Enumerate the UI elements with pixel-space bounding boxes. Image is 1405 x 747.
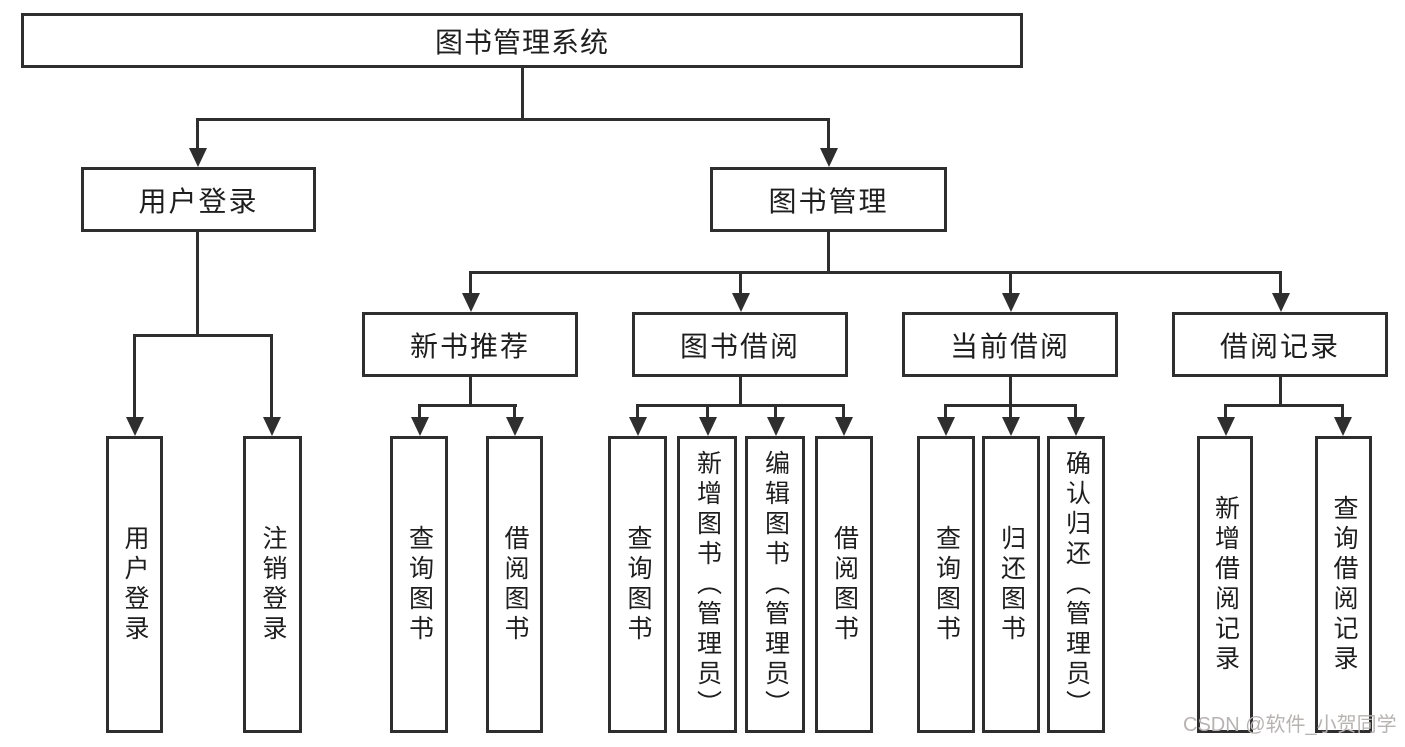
leaf-return-book: 归还图书 [982,436,1040,733]
node-label: 借阅记录 [1219,330,1340,362]
node-label: 当前借阅 [949,330,1070,362]
node-label: 图书管理 [768,185,889,217]
node-library-management-system: 图书管理系统 [21,13,1023,68]
arrowhead-leaf-icon [1334,417,1352,436]
connector-level3-shaft [469,271,472,295]
node-label: 用户登录 [138,185,259,217]
connector-borrowing-stem [739,377,742,406]
arrowhead-leaf-icon [1002,417,1020,436]
connector-level3-shaft [739,271,742,295]
leaf-label: 新增借阅记录 [1211,494,1240,675]
leaf-label: 编辑图书（管理员） [761,449,790,720]
arrowhead-level3-icon [732,293,750,312]
connector-level3-shaft [1279,271,1282,295]
leaf-add-borrow-record: 新增借阅记录 [1197,436,1253,733]
leaf-query-borrow-record: 查询借阅记录 [1315,436,1372,733]
connector-leaf-shaft [944,404,947,420]
arrowhead-leaf-icon [767,417,785,436]
leaf-label: 注销登录 [259,524,287,645]
arrowhead-leaf-icon [263,417,281,436]
arrowhead-book-mgmt-icon [820,148,838,167]
arrowhead-level3-icon [1002,293,1020,312]
connector-level3-crossbar [469,271,1282,274]
leaf-label: 查询借阅记录 [1330,494,1358,675]
connector-root-stem [521,68,524,121]
connector-leaf-shaft [418,404,421,420]
leaf-query-books-recommend: 查询图书 [390,436,448,733]
node-user-login: 用户登录 [81,167,316,232]
arrowhead-leaf-icon [699,417,717,436]
connector-leaf-shaft [1224,404,1227,420]
node-label: 图书借阅 [679,330,800,362]
node-label: 图书管理系统 [434,26,609,58]
leaf-label: 确认归还（管理员） [1062,449,1091,720]
connector-recommend-crossbar [418,404,517,407]
arrowhead-level3-icon [1272,293,1290,312]
leaf-borrow-books-recommend: 借阅图书 [486,436,543,733]
node-book-management: 图书管理 [710,167,947,232]
arrowhead-leaf-icon [1217,417,1235,436]
node-borrowing-records: 借阅记录 [1172,312,1388,377]
connector-leaf-shaft [1074,404,1077,420]
node-current-borrowing: 当前借阅 [902,312,1118,377]
csdn-watermark: CSDN @软件_小贺同学 [1183,714,1397,736]
connector-book-mgmt-stem [827,232,830,273]
connector-records-crossbar [1224,404,1344,407]
leaf-user-login: 用户登录 [106,436,163,733]
connector-leaf-shaft [636,404,639,420]
leaf-query-books-current: 查询图书 [917,436,975,733]
leaf-edit-book-admin: 编辑图书（管理员） [745,436,805,733]
leaf-label: 新增图书（管理员） [693,449,722,720]
leaf-borrow-books: 借阅图书 [815,436,873,733]
leaf-logout: 注销登录 [243,436,302,733]
connector-book-mgmt-shaft [827,118,830,151]
node-label: 新书推荐 [409,330,530,362]
arrowhead-leaf-icon [1067,417,1085,436]
connector-leaf-shaft [513,404,516,420]
connector-root-crossbar [196,118,830,121]
node-book-borrowing: 图书借阅 [632,312,848,377]
leaf-label: 归还图书 [997,524,1026,645]
leaf-label: 借阅图书 [830,524,859,645]
connector-records-stem [1279,377,1282,406]
leaf-label: 查询图书 [932,524,961,645]
connector-borrowing-crossbar [636,404,845,407]
connector-leaf-shaft [842,404,845,420]
arrowhead-leaf-icon [126,417,144,436]
arrowhead-level3-icon [462,293,480,312]
node-new-book-recommendation: 新书推荐 [362,312,578,377]
arrowhead-user-login-icon [189,148,207,167]
leaf-add-book-admin: 新增图书（管理员） [677,436,737,733]
leaf-confirm-return-admin: 确认归还（管理员） [1047,436,1105,733]
leaf-label: 查询图书 [624,524,652,645]
arrowhead-leaf-icon [629,417,647,436]
leaf-query-books-borrow: 查询图书 [608,436,667,733]
connector-level3-shaft [1009,271,1012,295]
connector-recommend-stem [469,377,472,406]
connector-user-login-crossbar [133,334,273,337]
leaf-label: 用户登录 [121,524,149,645]
arrowhead-leaf-icon [937,417,955,436]
connector-user-login-shaft [196,118,199,151]
connector-leaf-shaft [1341,404,1344,420]
connector-leaf-shaft [774,404,777,420]
leaf-label: 借阅图书 [501,524,529,645]
leaf-label: 查询图书 [405,524,434,645]
connector-current-stem [1009,377,1012,406]
arrowhead-leaf-icon [411,417,429,436]
connector-user-login-stem [196,232,199,336]
connector-leaf-shaft [706,404,709,420]
connector-leaf-shaft [270,334,273,418]
connector-leaf-shaft [133,334,136,418]
connector-leaf-shaft [1009,404,1012,420]
arrowhead-leaf-icon [835,417,853,436]
arrowhead-leaf-icon [506,417,524,436]
